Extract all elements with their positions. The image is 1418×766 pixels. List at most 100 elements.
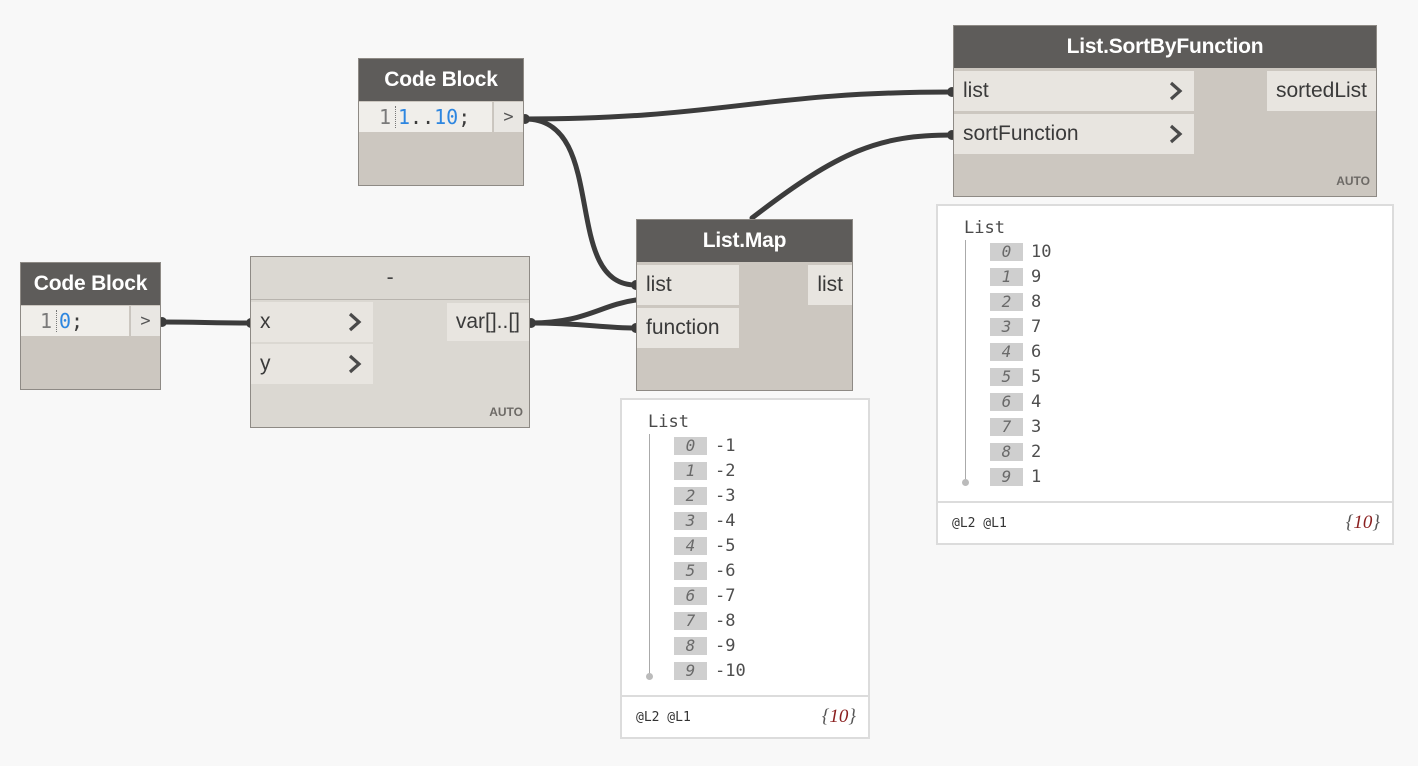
- tree-line: [965, 240, 966, 482]
- output-port[interactable]: >: [493, 102, 523, 132]
- port-label: sortFunction: [963, 122, 1079, 145]
- code-text[interactable]: 0;: [59, 309, 83, 333]
- lacing-label[interactable]: AUTO: [489, 405, 523, 419]
- port-label: function: [646, 316, 720, 339]
- list-item-value: 3: [1031, 417, 1042, 437]
- node-title[interactable]: Code Block: [359, 59, 523, 101]
- list-item-index: 8: [990, 443, 1023, 461]
- list-item-value: 2: [1031, 442, 1042, 462]
- list-item-value: -5: [715, 536, 736, 556]
- list-item-value: 5: [1031, 367, 1042, 387]
- code-editor[interactable]: 1 0;: [21, 306, 129, 336]
- list-item-value: 1: [1031, 467, 1042, 487]
- list-item-value: -9: [715, 636, 736, 656]
- node-title[interactable]: Code Block: [21, 263, 160, 305]
- wire-zero-to-subtract-x[interactable]: [159, 319, 254, 326]
- port-label: list: [963, 79, 989, 102]
- wire-map-to-sort-function[interactable]: [749, 132, 955, 221]
- list-item-value: -6: [715, 561, 736, 581]
- code-number: 10: [434, 105, 459, 129]
- list-item-index: 4: [674, 537, 707, 555]
- gutter-separator: [56, 310, 57, 332]
- list-item-index: 1: [990, 268, 1023, 286]
- output-port[interactable]: list: [808, 265, 852, 305]
- list-item-index: 8: [674, 637, 707, 655]
- list-item-value: 4: [1031, 392, 1042, 412]
- list-item-value: 10: [1031, 242, 1052, 262]
- list-item-value: -2: [715, 461, 736, 481]
- code-operator: ..: [410, 105, 435, 129]
- list-item-value: 9: [1031, 267, 1042, 287]
- input-port-list[interactable]: list: [637, 265, 739, 305]
- subtract-node[interactable]: - x y var[]..[] AUTO: [250, 256, 530, 428]
- code-block-range-node[interactable]: Code Block 1 1..10; >: [358, 58, 524, 186]
- item-count: {10}: [821, 706, 856, 727]
- node-title[interactable]: List.SortByFunction: [954, 26, 1376, 68]
- input-port-list[interactable]: list: [954, 71, 1194, 111]
- list-item-index: 2: [990, 293, 1023, 311]
- list-item-value: 8: [1031, 292, 1042, 312]
- list-item-index: 3: [674, 512, 707, 530]
- list-item: 2 -3: [674, 486, 735, 506]
- node-title[interactable]: -: [251, 257, 529, 300]
- list-item-index: 9: [990, 468, 1023, 486]
- list-item: 7-8: [674, 611, 735, 631]
- list-item-index: 6: [674, 587, 707, 605]
- line-number: 1: [39, 309, 52, 333]
- list-item: 0-1: [674, 436, 735, 456]
- wire-range-to-sort-list[interactable]: [522, 89, 955, 122]
- list-item: 6-7: [674, 586, 735, 606]
- input-port-sort-function[interactable]: sortFunction: [954, 114, 1194, 154]
- port-label: x: [260, 310, 271, 333]
- tree-end-dot: [962, 479, 969, 486]
- code-number: 1: [398, 105, 411, 129]
- list-item-index: 3: [990, 318, 1023, 336]
- item-count: {10}: [1345, 512, 1380, 533]
- code-terminator: ;: [458, 105, 471, 129]
- code-text[interactable]: 1..10;: [398, 105, 470, 129]
- list-item: 5 -6: [674, 561, 735, 581]
- output-port[interactable]: var[]..[]: [446, 303, 529, 341]
- output-port[interactable]: >: [130, 306, 160, 336]
- input-port-y[interactable]: y: [251, 344, 373, 384]
- input-port-x[interactable]: x: [251, 302, 373, 342]
- wire-subtract-to-map-function[interactable]: [528, 320, 639, 331]
- list-item-value: 7: [1031, 317, 1042, 337]
- tree-line: [649, 434, 650, 676]
- list-item: 8 -9: [674, 636, 735, 656]
- node-title[interactable]: List.Map: [637, 220, 852, 262]
- list-item-index: 0: [674, 437, 707, 455]
- list-item-index: 7: [674, 612, 707, 630]
- list-item-index: 1: [674, 462, 707, 480]
- chevron-right-icon: [1169, 124, 1183, 144]
- code-block-zero-node[interactable]: Code Block 1 0; >: [20, 262, 161, 390]
- lacing-label[interactable]: AUTO: [1336, 174, 1370, 188]
- list-item-index: 2: [674, 487, 707, 505]
- output-port[interactable]: sortedList: [1266, 71, 1376, 111]
- list-map-node[interactable]: List.Map list function list: [636, 219, 853, 391]
- code-editor[interactable]: 1 1..10;: [359, 102, 492, 132]
- list-sort-by-function-node[interactable]: List.SortByFunction list sortFunction so…: [953, 25, 1377, 197]
- list-levels[interactable]: @L2 @L1: [952, 515, 1007, 531]
- wire-range-to-map-list[interactable]: [522, 116, 639, 288]
- list-item-value: 6: [1031, 342, 1042, 362]
- list-item-index: 4: [990, 343, 1023, 361]
- input-port-function[interactable]: function: [637, 308, 739, 348]
- list-item-index: 9: [674, 662, 707, 680]
- list-item-index: 6: [990, 393, 1023, 411]
- list-item-value: -3: [715, 486, 736, 506]
- list-levels[interactable]: @L2 @L1: [636, 709, 691, 725]
- wire-subtract-to-map-list[interactable]: [528, 297, 639, 326]
- list-item: 1 -2: [674, 461, 735, 481]
- list-item-index: 5: [990, 368, 1023, 386]
- item-count-value: 10: [1353, 512, 1373, 533]
- list-item-index: 5: [674, 562, 707, 580]
